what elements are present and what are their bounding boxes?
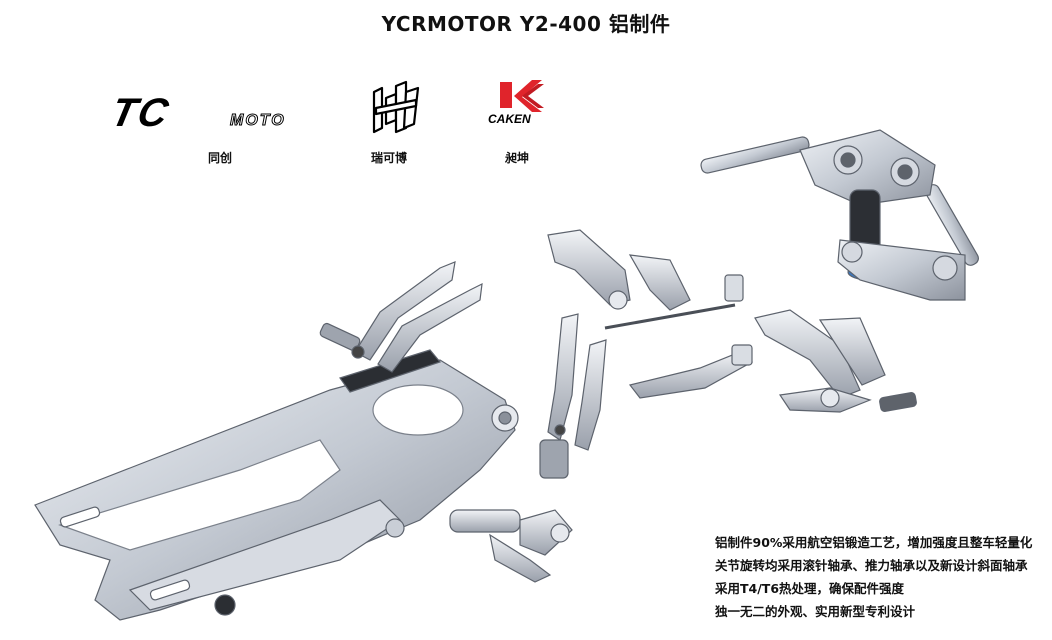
feature-item: 独一无二的外观、实用新型专利设计 [715,604,916,619]
feature-item: 关节旋转均采用滚针轴承、推力轴承以及新设计斜面轴承 [715,558,1028,573]
upper-rearset [547,229,744,330]
page-title: YCRMOTOR Y2-400 铝制件 [381,12,671,36]
swingarm [34,349,519,621]
kickstand [628,344,754,399]
tc-logo-subtext: MOTO [230,112,286,129]
caken-logo-text: CAKEN [488,112,531,126]
feature-list: 铝制件90%采用航空铝锻造工艺，增加强度且整车轻量化 关节旋转均采用滚针轴承、推… [715,531,1050,623]
linkage-part [449,509,573,583]
feature-item: 采用T4/T6热处理，确保配件强度 [715,581,905,596]
brand-label-ruikebo: 瑞可博 [371,151,408,165]
center-rearset [539,313,607,479]
triple-clamp [700,129,979,301]
feature-item: 铝制件90%采用航空铝锻造工艺，增加强度且整车轻量化 [715,535,1033,550]
brand-label-changkun: 昶坤 [505,151,530,165]
left-rearset [319,261,483,373]
tc-logo-mark: TC [107,89,174,134]
right-rearset [754,309,917,413]
brand-label-tongchuang: 同创 [208,151,233,165]
